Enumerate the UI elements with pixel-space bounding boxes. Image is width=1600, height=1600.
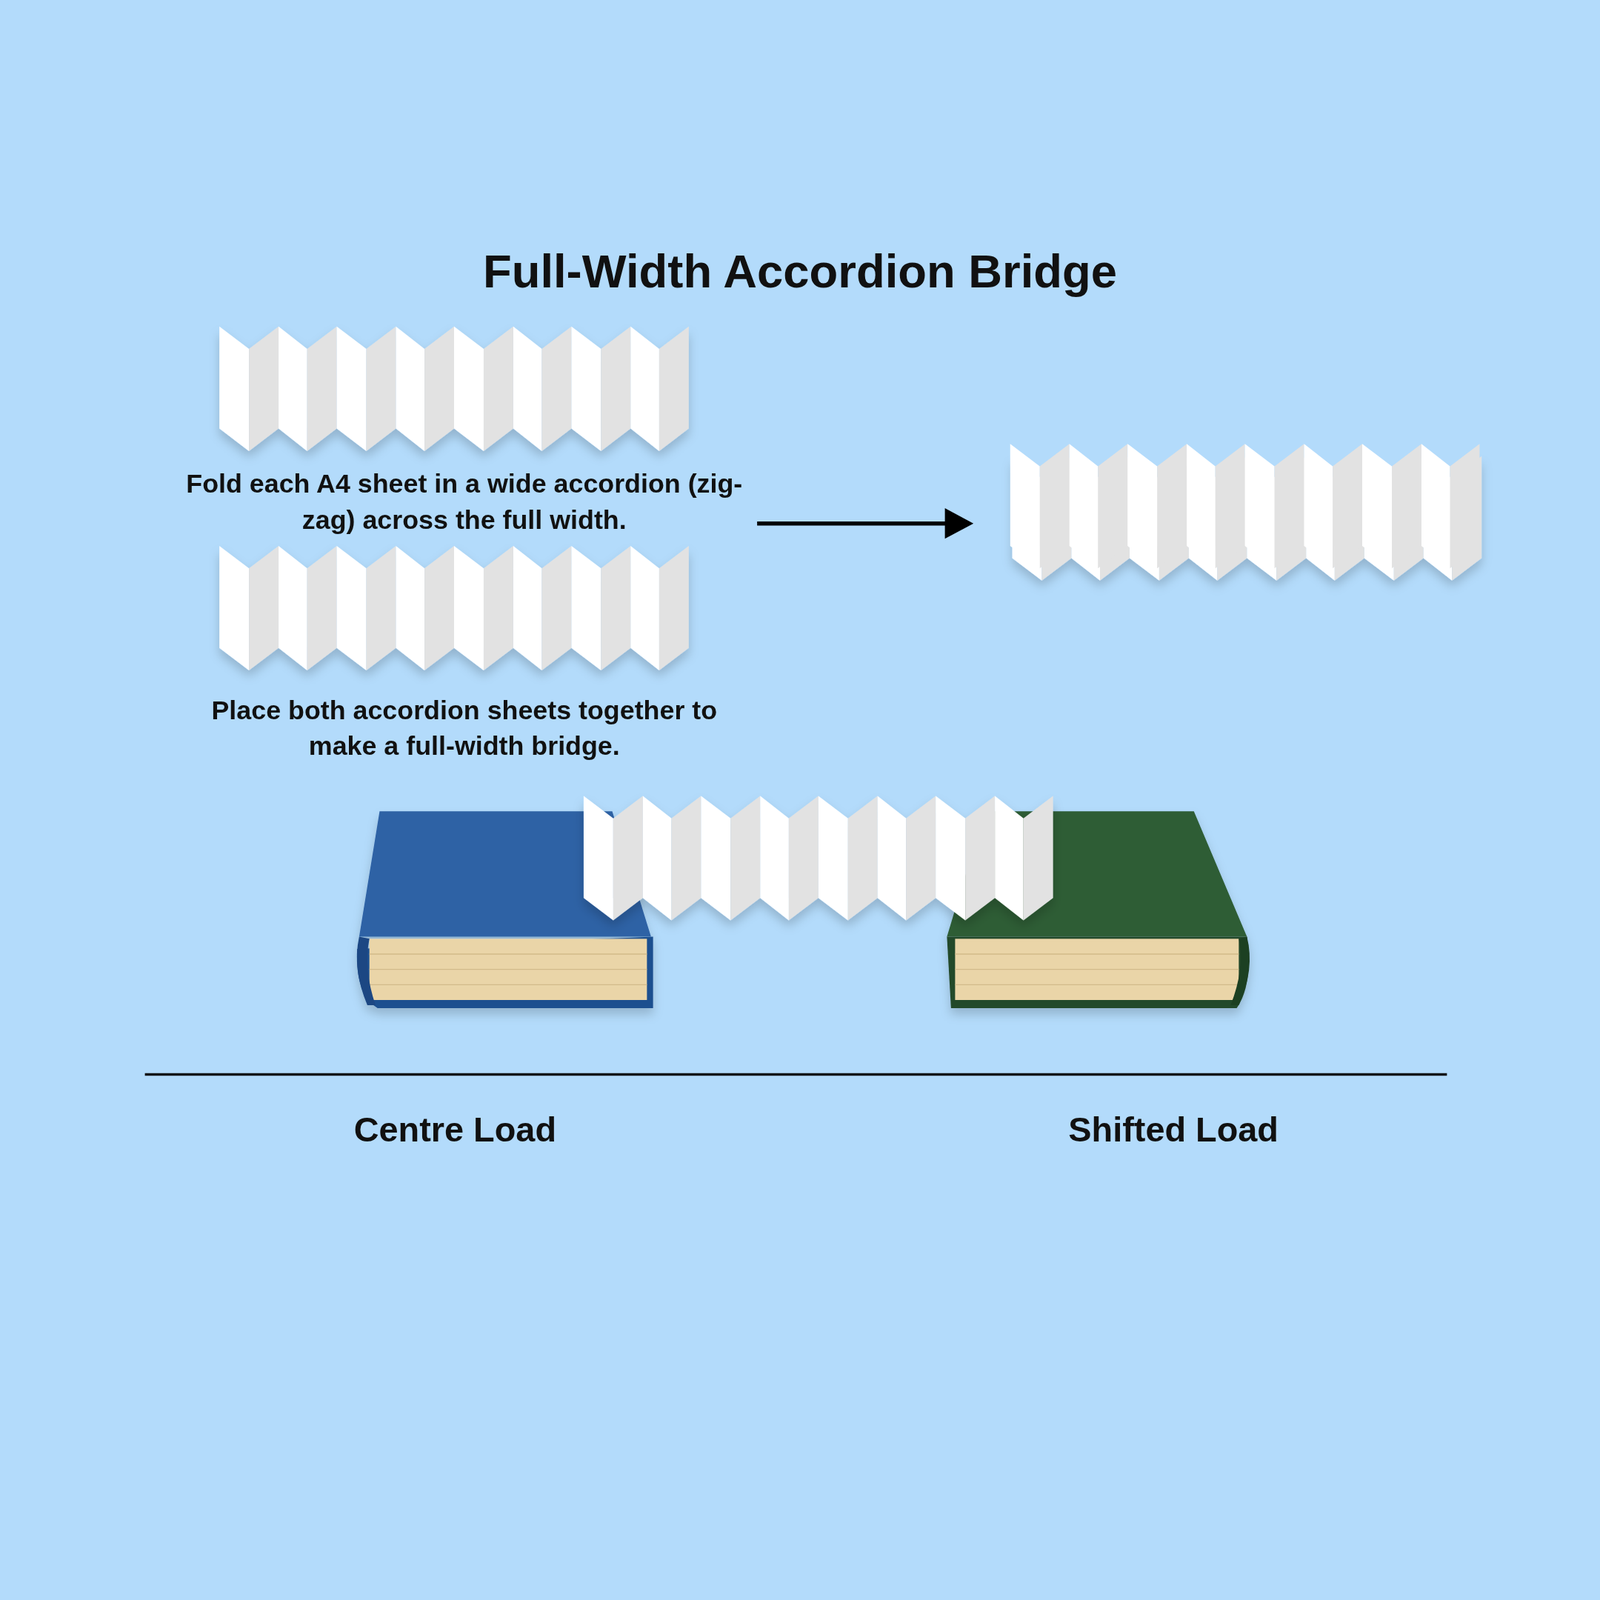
blue-book — [369, 938, 648, 1000]
accordion-bridge — [583, 795, 1054, 920]
accordion-sheet — [219, 545, 689, 671]
instruction-text: Place both accordion sheets together to … — [178, 692, 750, 764]
blue-book — [369, 968, 648, 970]
illustration — [0, 0, 1600, 1162]
view-heading: Centre Load — [240, 1108, 670, 1152]
blue-book — [369, 984, 648, 986]
green-book — [954, 938, 1239, 1000]
accordion-sheet — [219, 326, 689, 452]
page-stage: Full-Width Accordion BridgeFold each A4 … — [0, 0, 1600, 1162]
green-book — [1230, 937, 1250, 1006]
view-heading: Shifted Load — [959, 1108, 1389, 1152]
green-book — [946, 937, 1249, 1009]
blue-book — [357, 937, 654, 1009]
arrow-head — [945, 508, 975, 539]
green-book — [954, 953, 1239, 955]
green-book — [954, 984, 1239, 986]
blue-book — [369, 953, 648, 955]
accordion-sheet — [1010, 443, 1480, 569]
blue-book — [357, 937, 376, 1006]
process-arrow — [757, 521, 947, 526]
green-book — [954, 968, 1239, 970]
divider-line — [145, 1073, 1448, 1076]
instruction-text: Fold each A4 sheet in a wide accordion (… — [168, 466, 760, 538]
diagram-title: Full-Width Accordion Bridge — [187, 242, 1412, 300]
